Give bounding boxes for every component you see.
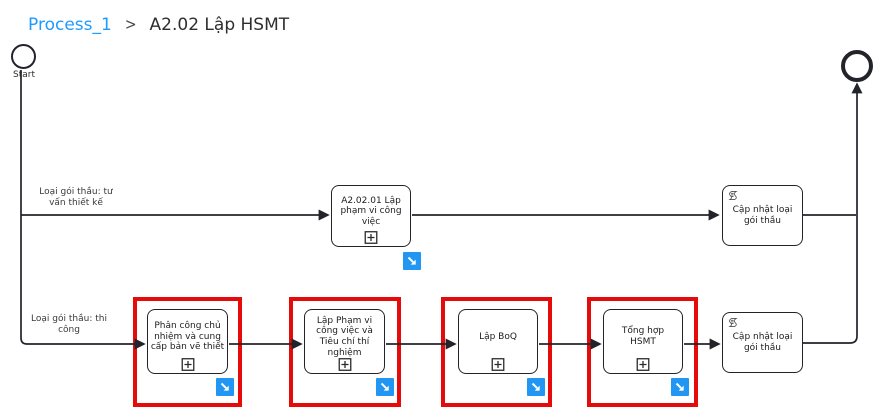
drill-down-arrow-icon (675, 382, 684, 391)
highlight-box-tong-hop (587, 297, 698, 407)
task-label: Lập Phạm vi công việc và Tiêu chí thí ng… (316, 315, 373, 358)
task-label: Cập nhật loại gói thầu (732, 204, 793, 226)
script-task-icon (728, 191, 738, 200)
task-label: A2.02.01 Lập phạm vi công việc (340, 195, 402, 227)
drilldown-icon-lap-pham-vi[interactable] (376, 378, 394, 396)
highlight-box-phan-cong (133, 297, 242, 407)
drill-down-arrow-icon (531, 382, 540, 391)
drill-down-arrow-icon (407, 256, 416, 265)
subprocess-plus-icon[interactable] (491, 358, 505, 371)
task-a20201-lap-pham-vi-cong-viec[interactable]: A2.02.01 Lập phạm vi công việc (331, 185, 411, 247)
task-label: Tổng hợp HSMT (621, 326, 665, 347)
task-lap-boq[interactable]: Lập BoQ (458, 309, 538, 374)
task-label: Phân công chủ nhiệm và cung cấp bản vẽ t… (150, 321, 225, 353)
subprocess-plus-icon[interactable] (181, 358, 194, 371)
breadcrumb: Process_1 > A2.02 Lập HSMT (28, 15, 289, 36)
task-label: Cập nhật loại gói thầu (732, 331, 793, 353)
breadcrumb-separator-icon: > (124, 15, 137, 34)
subprocess-plus-icon[interactable] (636, 358, 650, 371)
drilldown-icon-a20201[interactable] (403, 252, 421, 270)
task-update-goi-thau-top[interactable]: Cập nhật loại gói thầu (722, 185, 803, 246)
flow-label-tu-van-thiet-ke: Loại gói thầu: tư vấn thiết kế (39, 187, 113, 209)
task-tong-hop-hsmt[interactable]: Tổng hợp HSMT (603, 309, 683, 374)
drilldown-icon-tong-hop[interactable] (671, 378, 689, 396)
breadcrumb-process-link[interactable]: Process_1 (28, 15, 112, 35)
end-event[interactable] (841, 50, 873, 82)
drill-down-arrow-icon (380, 382, 389, 391)
task-label: Lập BoQ (479, 331, 517, 342)
task-lap-pham-vi-tieu-chi[interactable]: Lập Phạm vi công việc và Tiêu chí thí ng… (304, 309, 385, 374)
task-phan-cong-chu-nhiem[interactable]: Phân công chủ nhiệm và cung cấp bản vẽ t… (147, 309, 228, 374)
breadcrumb-current: A2.02 Lập HSMT (149, 15, 290, 35)
subprocess-plus-icon[interactable] (338, 358, 351, 371)
task-update-goi-thau-bottom[interactable]: Cập nhật loại gói thầu (722, 312, 803, 373)
drilldown-icon-phan-cong[interactable] (216, 378, 234, 396)
drilldown-icon-lap-boq[interactable] (527, 378, 545, 396)
script-task-icon (728, 318, 738, 327)
highlight-box-lap-boq (441, 297, 552, 407)
flow-label-thi-cong: Loại gói thầu: thi công (31, 314, 107, 336)
subprocess-plus-icon[interactable] (364, 231, 378, 244)
start-event-label: Start (13, 70, 35, 80)
drill-down-arrow-icon (220, 382, 229, 391)
highlight-box-lap-pham-vi (289, 297, 401, 407)
start-event[interactable] (11, 44, 36, 69)
